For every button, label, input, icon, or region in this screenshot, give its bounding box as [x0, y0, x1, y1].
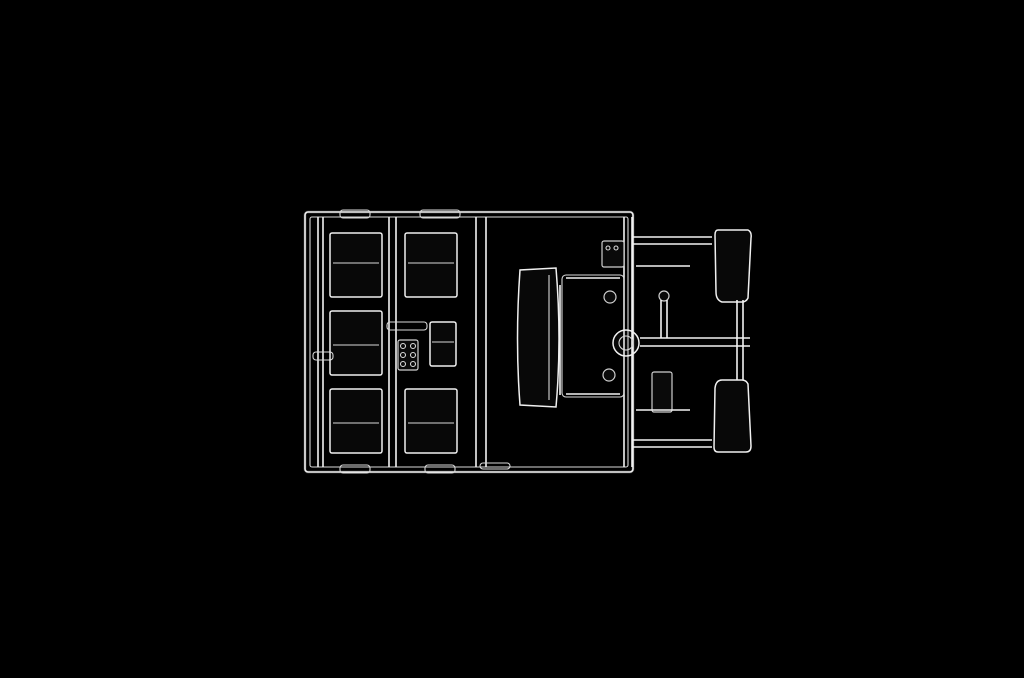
round-lens-right	[658, 290, 670, 302]
door-glass-bottom	[713, 379, 752, 453]
small-dark-panel-bottom	[651, 371, 673, 413]
light-lens-cluster	[397, 339, 419, 371]
headlight-lens	[612, 329, 640, 357]
window-pane-left-top	[329, 232, 383, 298]
door-glass-top	[714, 229, 752, 303]
window-pane-left-bottom	[329, 388, 383, 454]
round-lens-bottom	[602, 368, 616, 382]
small-pane-center	[429, 321, 457, 367]
window-pane-left-middle	[329, 310, 383, 376]
windshield-panel	[516, 267, 561, 408]
small-dark-panel-top	[601, 240, 625, 268]
round-lens-top	[603, 290, 617, 304]
window-pane-center-top	[404, 232, 458, 298]
window-pane-center-bottom	[404, 388, 458, 454]
right-runner	[632, 236, 750, 448]
